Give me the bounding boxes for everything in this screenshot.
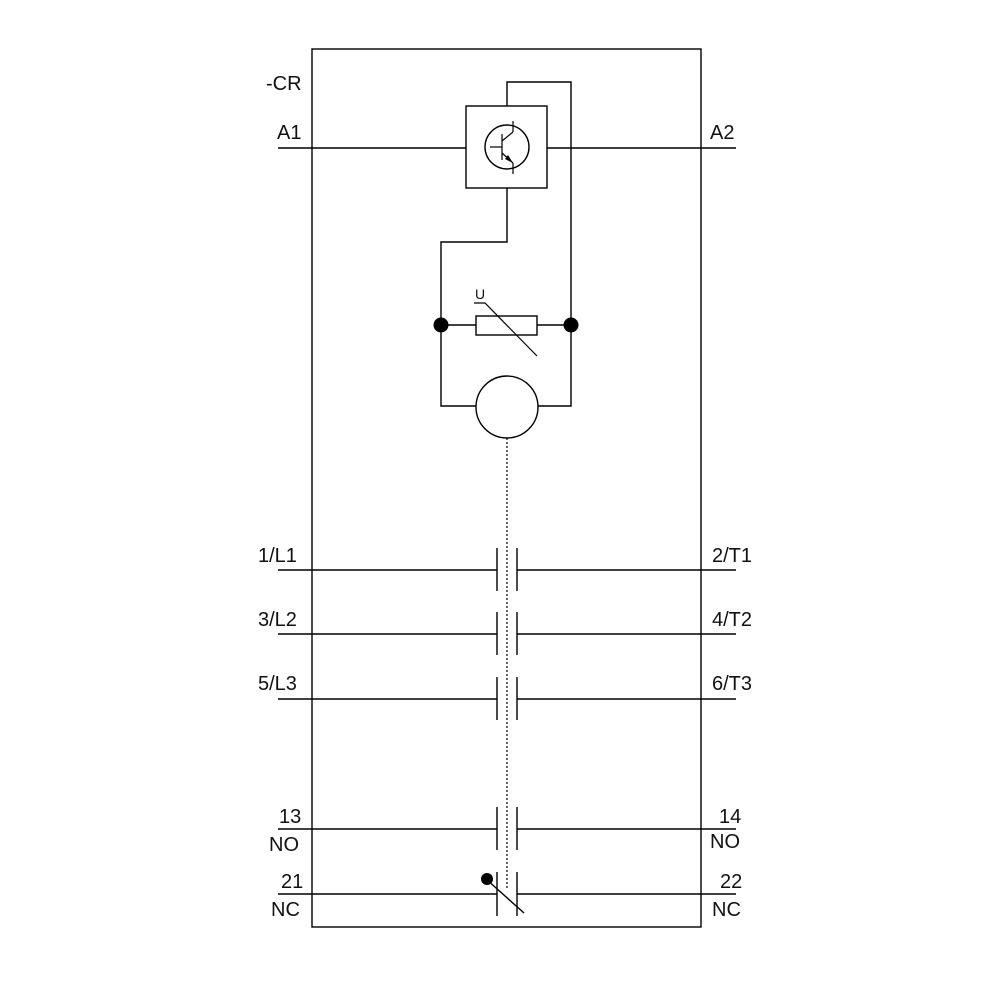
aux-nc-right-number: 22 [720,871,742,893]
main-contact-3 [278,677,736,720]
coil-icon [475,375,539,439]
varistor: U [474,286,538,357]
main-contact-2-left-label: 3/L2 [258,609,297,631]
transistor-icon [484,124,530,170]
aux-contact-no [278,807,736,850]
main-contact-2 [278,612,736,655]
aux-nc-left-type: NC [271,899,300,921]
electronic-module [465,105,548,189]
wire-module-loop [506,81,572,325]
aux-no-left-type: NO [269,834,299,856]
terminal-label-a2: A2 [710,122,734,144]
main-contact-3-left-label: 5/L3 [258,673,297,695]
device-enclosure [311,48,702,928]
main-contact-2-right-label: 4/T2 [712,609,752,631]
main-contact-1 [278,548,736,591]
device-tag: -CR [266,73,302,95]
aux-contact-nc [278,872,736,916]
aux-nc-right-type: NC [712,899,741,921]
aux-no-right-number: 14 [719,806,741,828]
main-contact-1-left-label: 1/L1 [258,545,297,567]
wire-module-output [440,188,508,325]
main-contact-1-right-label: 2/T1 [712,545,752,567]
main-contact-3-right-label: 6/T3 [712,673,752,695]
aux-no-left-number: 13 [279,806,301,828]
wire-coil-left [440,325,476,407]
aux-nc-left-number: 21 [281,871,303,893]
aux-no-right-type: NO [710,831,740,853]
wire-coil-right [538,325,572,407]
terminal-label-a1: A1 [277,122,301,144]
varistor-label: U [475,286,485,302]
